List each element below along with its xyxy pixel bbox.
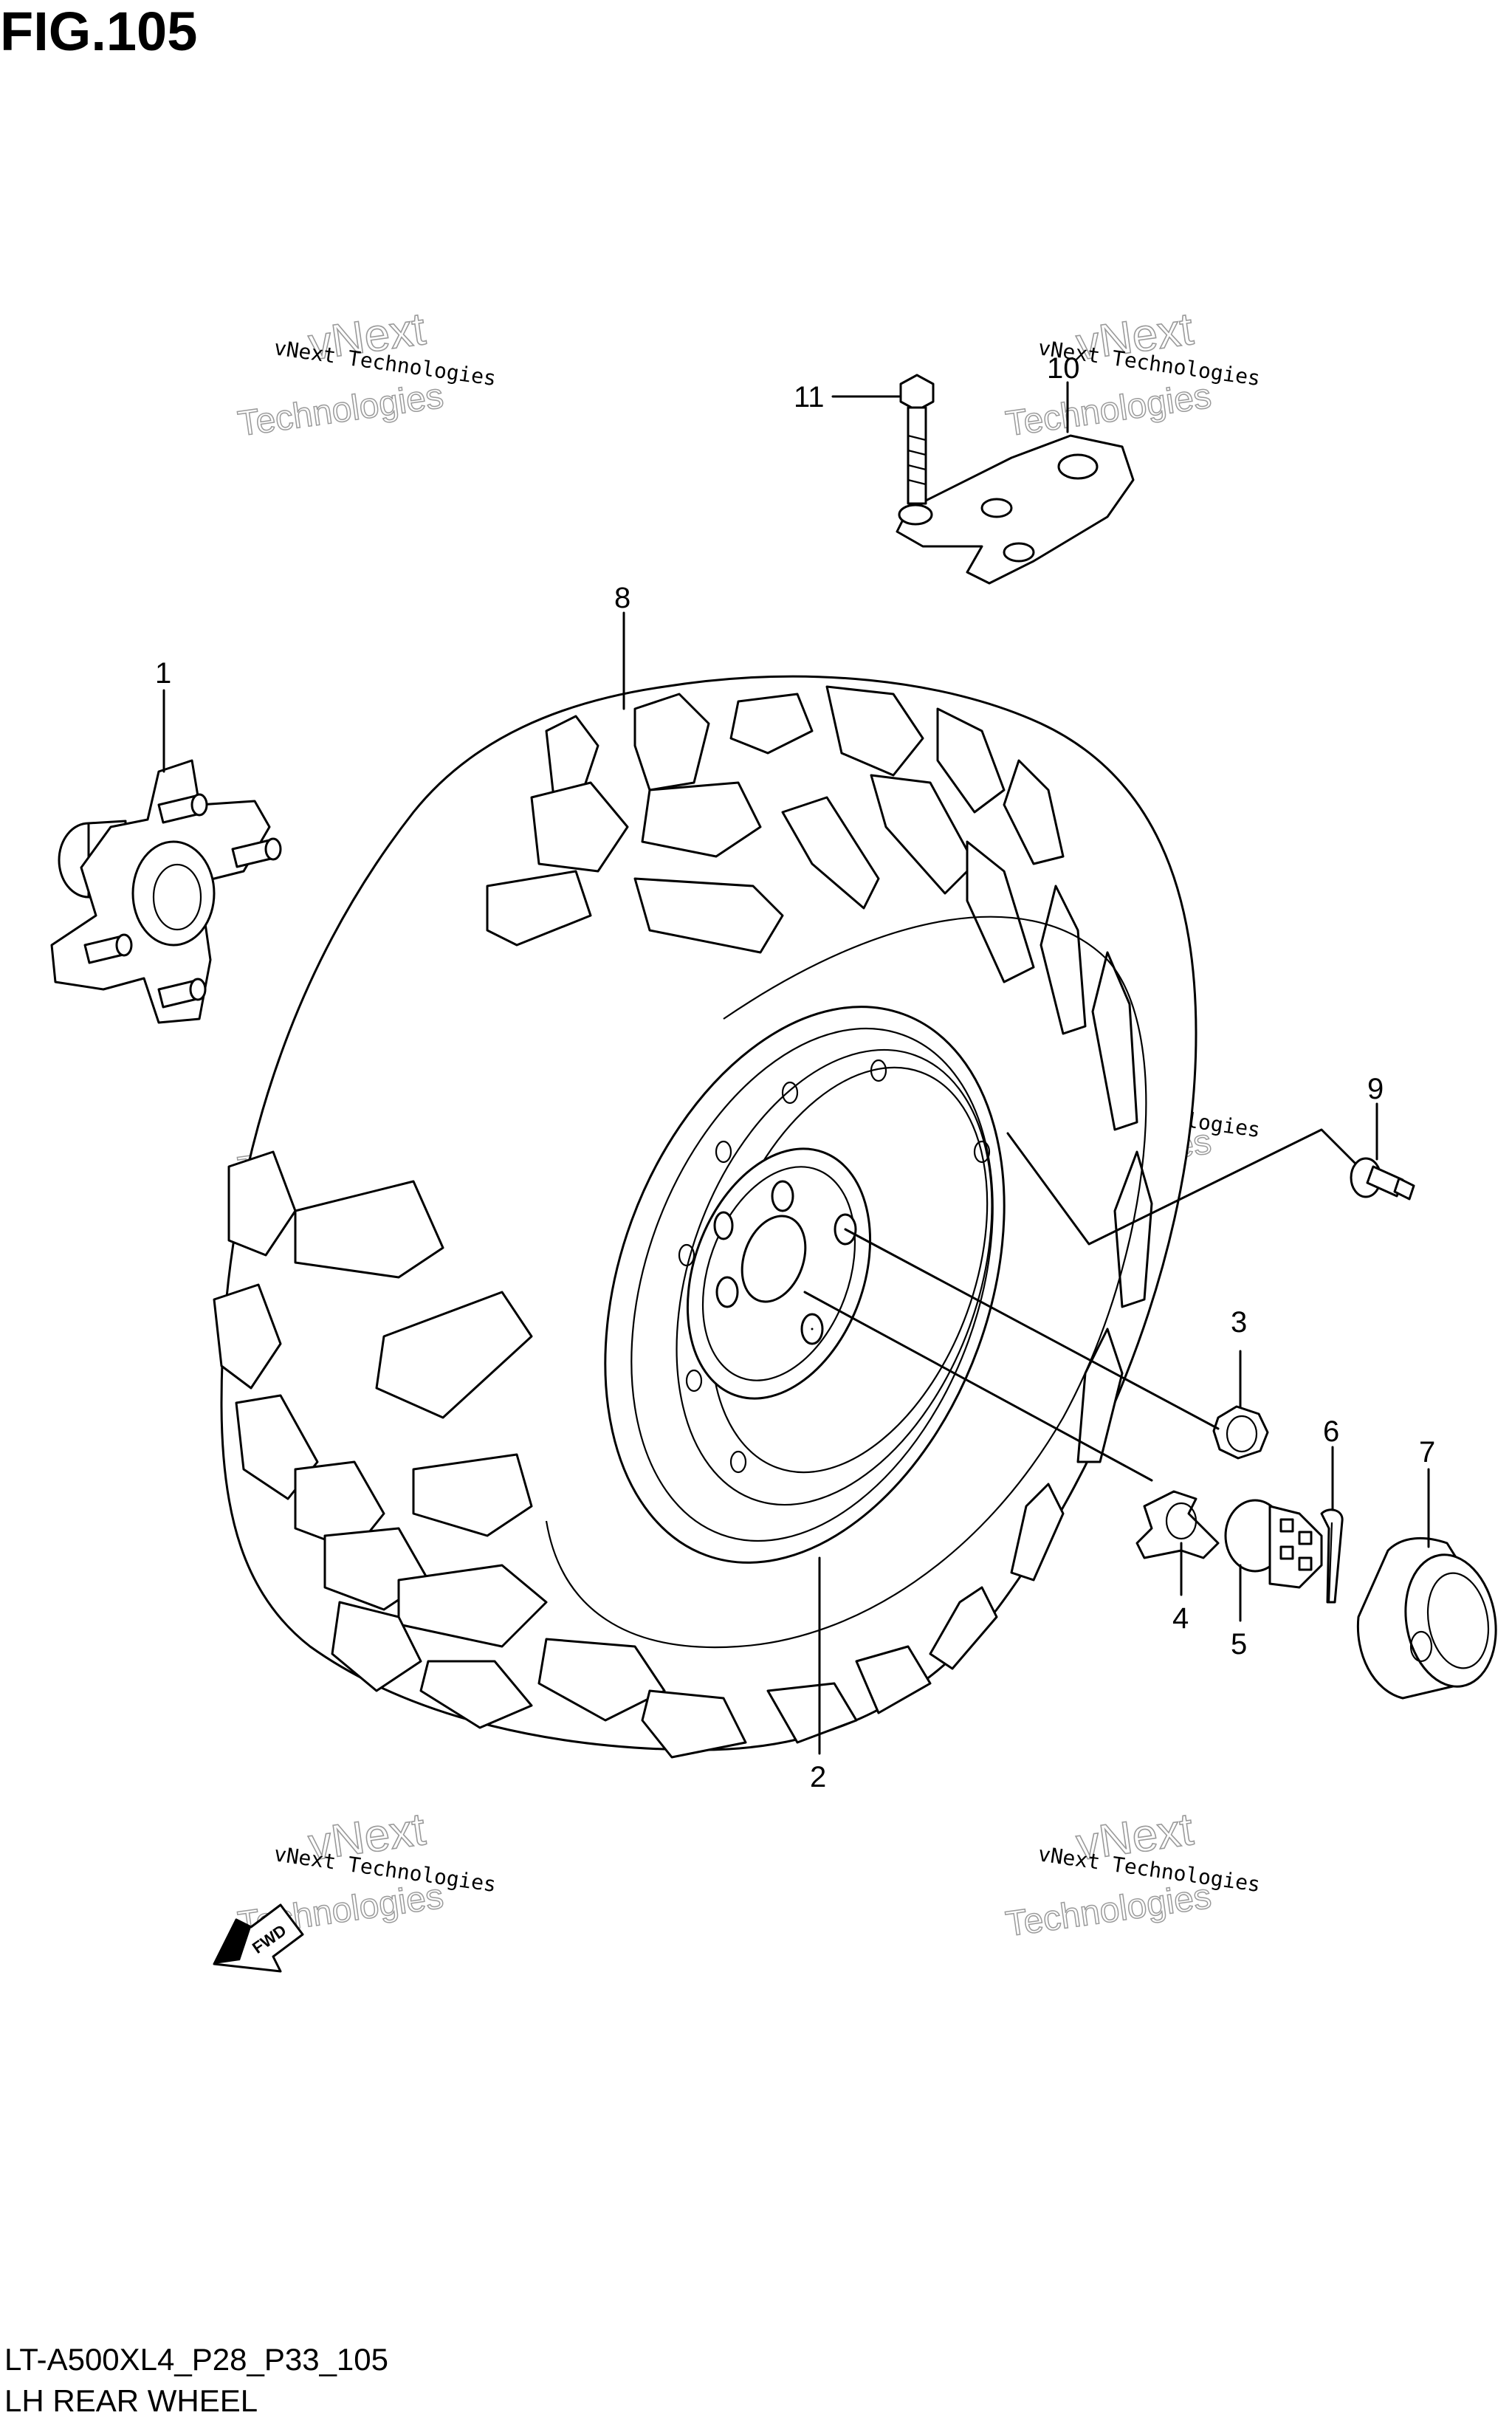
wheel-rim-part	[604, 1006, 1006, 1564]
callout-2: 2	[810, 1761, 826, 1793]
hub-stud	[157, 978, 207, 1009]
callout-5: 5	[1231, 1628, 1247, 1661]
bracket-part	[896, 434, 1135, 585]
wheel-hub-part	[50, 759, 282, 1024]
lug-hole	[713, 1211, 734, 1240]
leader-4a	[803, 1291, 1153, 1482]
leader-9	[1006, 1128, 1356, 1246]
leader-3a	[844, 1228, 1220, 1430]
watermark-tech: Technologies	[1003, 1877, 1214, 1944]
hub-stud	[157, 793, 208, 824]
washer-part	[1135, 1490, 1220, 1559]
hub-stud	[231, 837, 282, 868]
callout-6: 6	[1323, 1415, 1339, 1448]
lug-hole	[771, 1180, 794, 1212]
watermark-top-left: vNext Technologies vNext Technologies	[235, 303, 498, 444]
valve-part	[1350, 1157, 1415, 1201]
watermark-bottom-right: vNext Technologies vNext Technologies	[1003, 1803, 1262, 1945]
watermark-top-right: vNext Technologies vNext Technologies	[1003, 303, 1262, 444]
cotter-pin-part	[1320, 1508, 1344, 1604]
diagram-caption: LH REAR WHEEL	[4, 2383, 258, 2418]
lug-nut-part	[1212, 1405, 1269, 1460]
watermark-tech: Technologies	[1003, 377, 1214, 444]
callout-4: 4	[1172, 1602, 1189, 1635]
figure-title: FIG.105	[0, 1, 197, 62]
cap-part	[1356, 1536, 1497, 1700]
watermark-tech: Technologies	[236, 377, 446, 444]
callout-8: 8	[614, 582, 630, 614]
callout-7: 7	[1419, 1436, 1435, 1469]
bolt-part	[899, 374, 935, 505]
callout-9: 9	[1367, 1073, 1384, 1105]
callout-1: 1	[155, 657, 171, 690]
lug-hole	[715, 1276, 739, 1308]
diagram-code: LT-A500XL4_P28_P33_105	[4, 2342, 388, 2377]
callout-11: 11	[794, 381, 825, 413]
callout-10: 10	[1047, 352, 1080, 385]
callout-3: 3	[1231, 1306, 1247, 1339]
hub-stud	[83, 933, 133, 964]
castle-nut-part	[1224, 1499, 1323, 1589]
fwd-arrow: FWD	[213, 1903, 304, 1973]
